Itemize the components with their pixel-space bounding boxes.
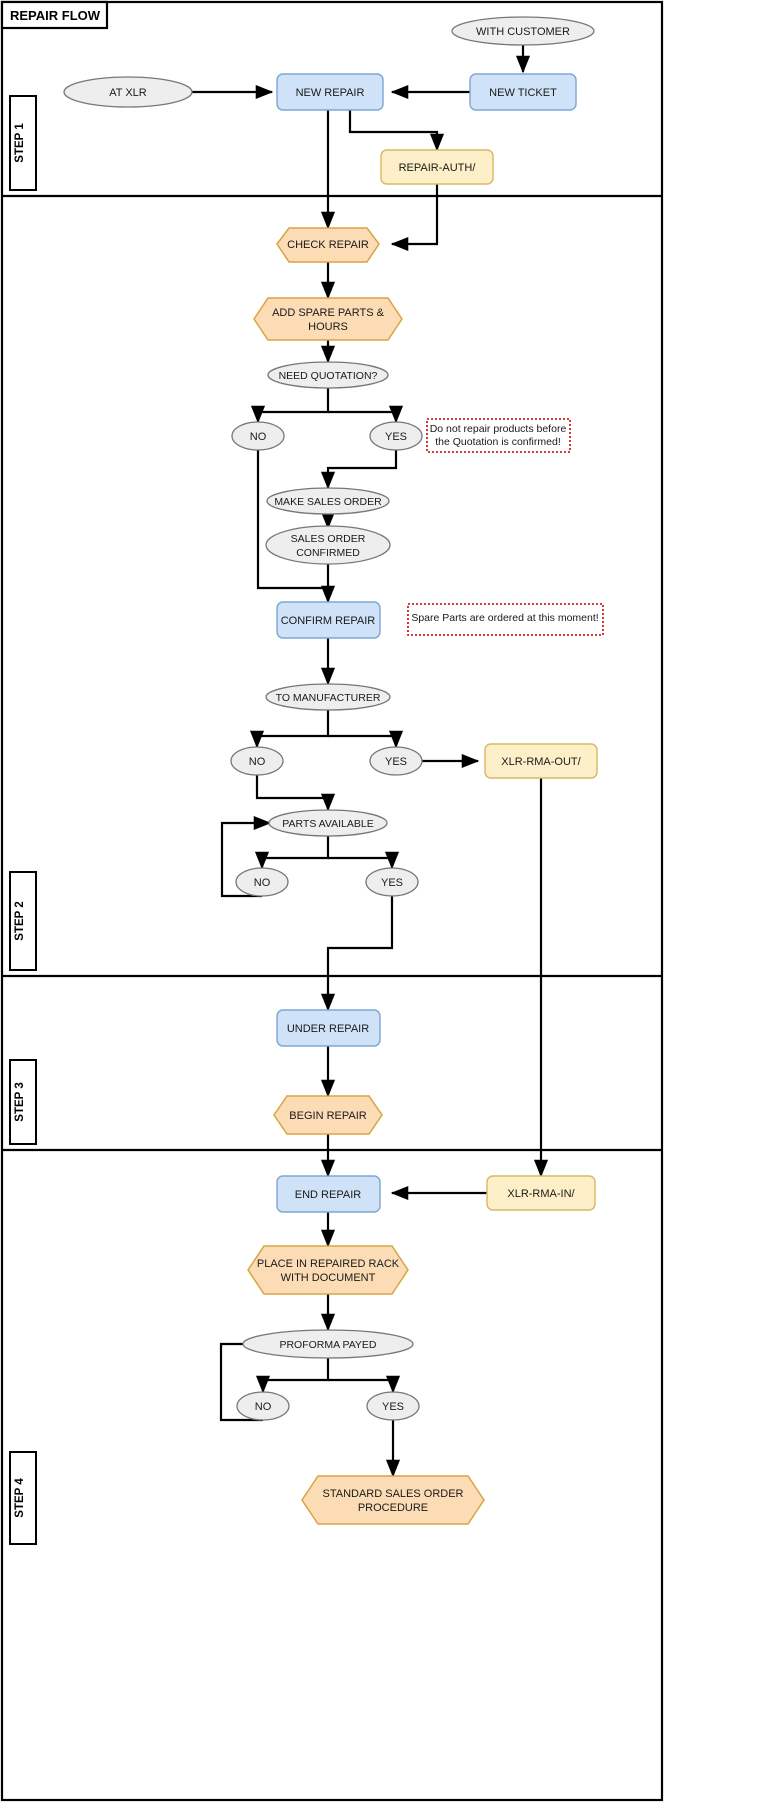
node-need-quotation[interactable]: NEED QUOTATION? <box>267 361 389 389</box>
node-check-repair-label: CHECK REPAIR <box>287 239 369 251</box>
edge-parts-no-loopback <box>220 815 272 898</box>
node-proforma-no[interactable]: NO <box>236 1391 290 1421</box>
edge-quote-no-to-confirm-repair <box>256 450 328 590</box>
node-parts-yes-label: YES <box>381 877 403 889</box>
node-proforma-payed-label: PROFORMA PAYED <box>279 1339 376 1351</box>
edge-quote-yes-to-make-sales-order <box>320 450 398 490</box>
node-sales-order-confirmed-label-2: CONFIRMED <box>296 547 360 559</box>
note-quotation-line-2: the Quotation is confirmed! <box>435 436 560 448</box>
node-add-spare-parts[interactable]: ADD SPARE PARTS & HOURS <box>253 297 403 341</box>
node-confirm-repair[interactable]: CONFIRM REPAIR <box>276 601 381 639</box>
node-xlr-rma-out-label: XLR-RMA-OUT/ <box>501 756 581 768</box>
step-1-box <box>9 95 37 191</box>
step-2-box <box>9 871 37 971</box>
step-2-label: STEP 2 <box>14 901 26 940</box>
node-standard-sales-order-label-2: PROCEDURE <box>358 1502 428 1514</box>
page-title: REPAIR FLOW <box>10 8 101 23</box>
node-place-in-rack-label-1: PLACE IN REPAIRED RACK <box>257 1258 400 1270</box>
node-parts-available-label: PARTS AVAILABLE <box>282 818 373 830</box>
edge-proforma-to-yes <box>328 1375 401 1394</box>
node-make-sales-order-label: MAKE SALES ORDER <box>274 496 382 508</box>
node-proforma-no-label: NO <box>255 1401 272 1413</box>
node-under-repair-label: UNDER REPAIR <box>287 1023 369 1035</box>
node-quotation-no[interactable]: NO <box>231 421 285 451</box>
node-at-xlr-label: AT XLR <box>109 87 147 99</box>
node-begin-repair-label: BEGIN REPAIR <box>289 1110 366 1122</box>
node-make-sales-order[interactable]: MAKE SALES ORDER <box>266 487 390 515</box>
step-4-label: STEP 4 <box>14 1478 26 1518</box>
node-manufacturer-yes[interactable]: YES <box>369 746 423 776</box>
node-begin-repair[interactable]: BEGIN REPAIR <box>273 1095 383 1135</box>
note-spare-parts-line-1: Spare Parts are ordered at this moment! <box>411 612 598 624</box>
node-need-quotation-label: NEED QUOTATION? <box>279 370 378 382</box>
node-xlr-rma-in[interactable]: XLR-RMA-IN/ <box>486 1175 596 1211</box>
node-parts-no[interactable]: NO <box>235 867 289 897</box>
node-new-ticket[interactable]: NEW TICKET <box>469 73 577 111</box>
node-with-customer[interactable]: WITH CUSTOMER <box>451 16 595 46</box>
node-sales-order-confirmed[interactable]: SALES ORDER CONFIRMED <box>265 525 391 565</box>
node-standard-sales-order-label-1: STANDARD SALES ORDER <box>323 1488 464 1500</box>
node-sales-order-confirmed-label-1: SALES ORDER <box>291 533 366 545</box>
node-to-manufacturer-label: TO MANUFACTURER <box>276 692 381 704</box>
diagram-outer-frame <box>0 0 664 1802</box>
node-xlr-rma-out[interactable]: XLR-RMA-OUT/ <box>484 743 598 779</box>
node-with-customer-label: WITH CUSTOMER <box>476 26 570 38</box>
node-to-manufacturer[interactable]: TO MANUFACTURER <box>265 683 391 711</box>
note-spare-parts: Spare Parts are ordered at this moment! <box>407 603 604 636</box>
node-manufacturer-yes-label: YES <box>385 756 407 768</box>
node-quotation-no-label: NO <box>250 431 267 443</box>
node-new-repair[interactable]: NEW REPAIR <box>276 73 384 111</box>
note-quotation-line-1: Do not repair products before <box>430 423 567 435</box>
edge-to-manufacturer-to-yes <box>328 730 404 749</box>
edge-parts-available-to-yes <box>328 851 400 870</box>
edge-parts-available-to-no <box>254 836 330 870</box>
node-manufacturer-no-label: NO <box>249 756 266 768</box>
node-quotation-yes-label: YES <box>385 431 407 443</box>
edge-new-repair-to-repair-auth <box>348 110 445 152</box>
node-confirm-repair-label: CONFIRM REPAIR <box>281 615 376 627</box>
step-4-box <box>9 1451 37 1545</box>
node-xlr-rma-in-label: XLR-RMA-IN/ <box>507 1188 575 1200</box>
node-end-repair-label: END REPAIR <box>295 1189 361 1201</box>
node-manufacturer-no[interactable]: NO <box>230 746 284 776</box>
node-new-ticket-label: NEW TICKET <box>489 87 557 99</box>
node-under-repair[interactable]: UNDER REPAIR <box>276 1009 381 1047</box>
edge-proforma-to-no <box>255 1357 330 1394</box>
node-add-spare-parts-label-1: ADD SPARE PARTS & <box>272 307 385 319</box>
node-parts-no-label: NO <box>254 877 271 889</box>
edge-need-quotation-to-yes <box>328 405 404 424</box>
node-at-xlr[interactable]: AT XLR <box>63 76 193 108</box>
diagram-title-box <box>0 0 109 30</box>
node-repair-auth-label: REPAIR-AUTH/ <box>399 162 477 174</box>
node-quotation-yes[interactable]: YES <box>369 421 423 451</box>
node-new-repair-label: NEW REPAIR <box>296 87 365 99</box>
node-place-in-rack-label-2: WITH DOCUMENT <box>281 1272 376 1284</box>
node-parts-yes[interactable]: YES <box>365 867 419 897</box>
node-place-in-rack[interactable]: PLACE IN REPAIRED RACK WITH DOCUMENT <box>247 1245 409 1295</box>
node-proforma-yes[interactable]: YES <box>366 1391 420 1421</box>
edge-need-quotation-to-no <box>250 388 330 424</box>
node-proforma-payed[interactable]: PROFORMA PAYED <box>242 1329 414 1359</box>
step-3-box <box>9 1059 37 1145</box>
node-add-spare-parts-label-2: HOURS <box>308 321 348 333</box>
edge-repair-auth-to-check-repair <box>390 184 439 252</box>
node-proforma-yes-label: YES <box>382 1401 404 1413</box>
note-quotation: Do not repair products before the Quotat… <box>426 418 571 453</box>
node-repair-auth[interactable]: REPAIR-AUTH/ <box>380 149 494 185</box>
node-standard-sales-order[interactable]: STANDARD SALES ORDER PROCEDURE <box>301 1475 485 1525</box>
edge-manu-no-to-parts-available <box>255 775 336 812</box>
node-end-repair[interactable]: END REPAIR <box>276 1175 381 1213</box>
edge-to-manufacturer-to-no <box>249 710 330 749</box>
step-1-label: STEP 1 <box>14 123 26 163</box>
edge-parts-yes-to-under-repair <box>320 896 394 1012</box>
step-3-label: STEP 3 <box>14 1082 26 1121</box>
node-parts-available[interactable]: PARTS AVAILABLE <box>268 809 388 837</box>
node-check-repair[interactable]: CHECK REPAIR <box>276 227 380 263</box>
